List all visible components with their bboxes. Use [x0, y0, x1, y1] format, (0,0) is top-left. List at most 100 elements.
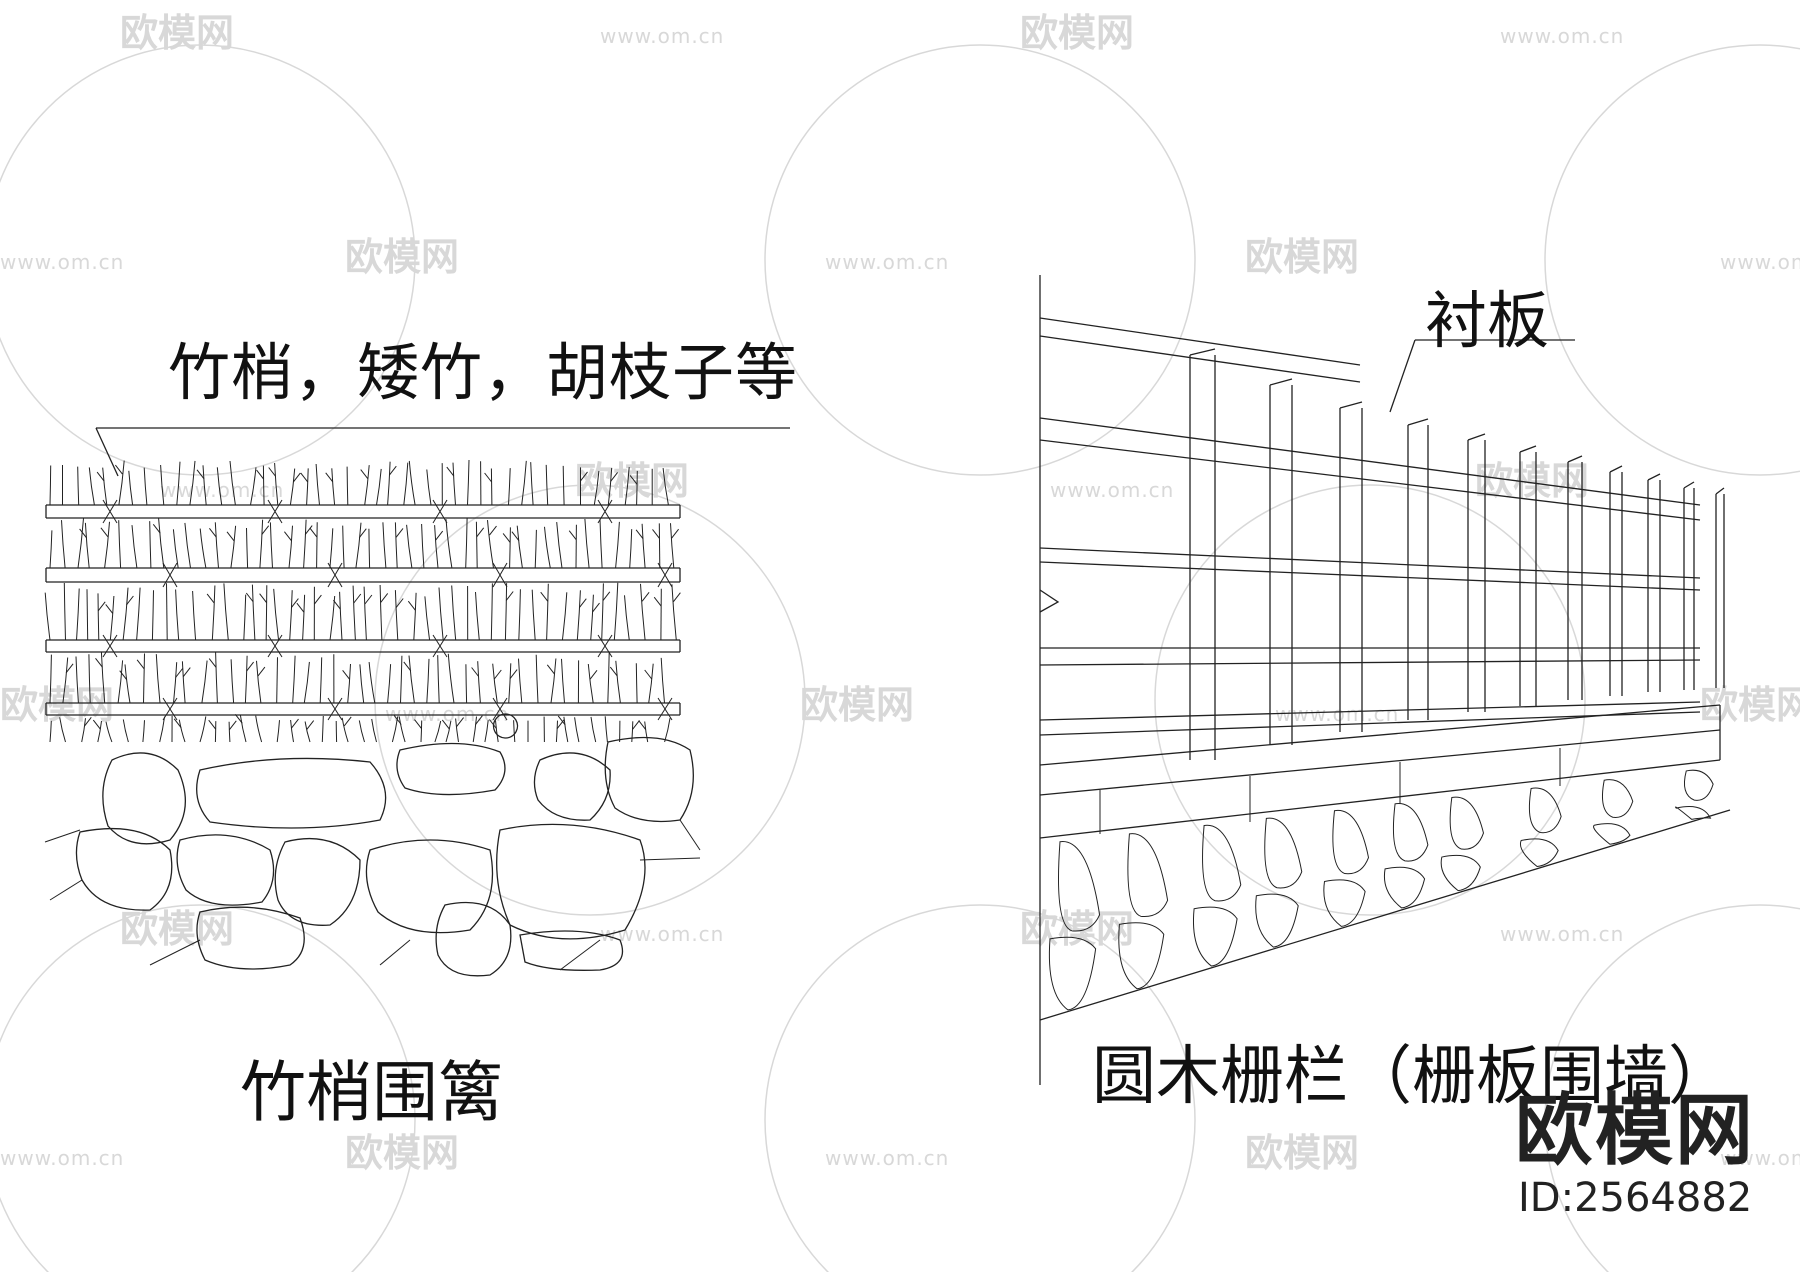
bamboo-twig [641, 523, 646, 569]
watermark-arc [0, 904, 416, 1272]
tie-mark [657, 562, 673, 588]
stone-outline [365, 839, 494, 934]
bamboo-branch [364, 594, 373, 605]
bamboo-twig [59, 717, 66, 743]
bamboo-twig [584, 518, 590, 569]
bamboo-twig [175, 589, 180, 641]
bamboo-twig [465, 517, 468, 569]
bamboo-branch [511, 531, 520, 542]
bamboo-branch [557, 715, 566, 726]
bamboo-twig [176, 461, 181, 506]
bamboo-twig [408, 655, 415, 704]
bamboo-twig [447, 653, 455, 704]
bamboo-branch [546, 664, 555, 675]
bamboo-twig [86, 589, 89, 641]
wall-stone [1058, 841, 1101, 932]
bamboo-twig [124, 664, 131, 704]
ground-line [149, 939, 201, 966]
bamboo-twig [599, 519, 603, 569]
wall-stone [1602, 779, 1634, 818]
board-line [1039, 439, 1701, 521]
wall-stone [1383, 866, 1426, 909]
base-sill [1039, 759, 1721, 839]
bamboo-twig [88, 654, 91, 704]
bamboo-twig [472, 716, 477, 743]
bamboo-twig [544, 526, 551, 569]
fence-post-top [1189, 348, 1216, 356]
bamboo-twig [455, 718, 459, 743]
bamboo-branch [292, 472, 301, 483]
fence-post-top [1339, 401, 1363, 409]
bamboo-twig [437, 655, 440, 704]
bamboo-branch [291, 718, 299, 729]
bamboo-twig [346, 466, 349, 506]
bamboo-twig [304, 721, 311, 743]
wall-stone [1323, 879, 1366, 927]
tie-mark [597, 499, 613, 524]
bamboo-twig [631, 721, 634, 743]
stone-outline [519, 930, 624, 971]
bamboo-branch [208, 658, 217, 668]
bamboo-twig [601, 583, 604, 641]
bamboo-twig [269, 522, 273, 569]
bamboo-twig [329, 595, 336, 641]
bamboo-twig [199, 716, 207, 743]
bamboo-twig [644, 721, 649, 743]
bamboo-branch [105, 604, 114, 614]
watermark-arc [0, 44, 416, 476]
bamboo-twig [246, 527, 249, 569]
tie-mark [327, 697, 343, 721]
bamboo-branch [257, 666, 266, 677]
bamboo-twig [88, 467, 95, 506]
bamboo-branch [343, 716, 352, 727]
bamboo-twig [44, 592, 51, 641]
bamboo-twig [172, 529, 179, 569]
bamboo-twig [561, 592, 568, 641]
bamboo-twig [382, 522, 387, 569]
bamboo-twig [302, 594, 306, 641]
bamboo-twig [475, 521, 478, 569]
bamboo-twig [376, 468, 382, 506]
bamboo-branch [632, 720, 640, 730]
bamboo-branch [395, 528, 404, 538]
bamboo-branch [234, 713, 243, 724]
bamboo-twig [421, 523, 425, 569]
bamboo-twig [105, 721, 113, 743]
board-line [1039, 335, 1361, 383]
tie-mark [267, 499, 283, 524]
bamboo-twig [321, 715, 324, 743]
bamboo-twig [104, 521, 110, 569]
bamboo-twig [403, 462, 409, 506]
bamboo-twig [102, 467, 108, 506]
bamboo-twig [662, 468, 669, 506]
break-mark [1039, 589, 1060, 613]
bamboo-twig [173, 662, 178, 704]
bamboo-branch [300, 472, 309, 483]
bamboo-twig [166, 583, 168, 641]
bamboo-twig [214, 522, 219, 569]
bamboo-twig [604, 716, 608, 743]
tie-mark [102, 499, 118, 524]
base-sill [1039, 729, 1721, 796]
bamboo-twig [292, 655, 296, 704]
bamboo-twig [181, 661, 186, 704]
bamboo-twig [250, 467, 257, 506]
bamboo-branch [208, 719, 217, 730]
log-fence-title: 圆木栅栏（栅板围墙） [1092, 1040, 1732, 1114]
tie-mark [597, 634, 613, 658]
bamboo-twig [438, 587, 444, 641]
bamboo-twig [109, 595, 115, 641]
wall-stone [1202, 824, 1242, 902]
stone-outline [396, 742, 506, 796]
fence-post-top [1683, 481, 1695, 489]
bamboo-twig [142, 720, 145, 743]
bamboo-branch [403, 661, 412, 672]
wall-stone [1593, 823, 1631, 845]
bamboo-twig [289, 468, 296, 506]
bamboo-twig [256, 660, 262, 704]
ground-line [49, 879, 83, 901]
bamboo-twig [424, 596, 431, 641]
bamboo-twig [199, 528, 207, 569]
